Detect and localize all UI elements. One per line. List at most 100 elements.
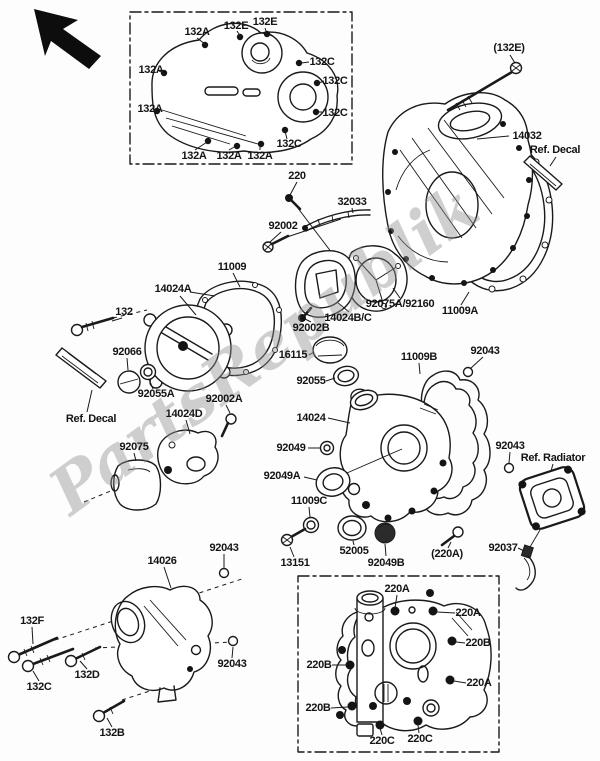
part-label: 52005 [339, 545, 369, 557]
bolt-132F [7, 626, 59, 664]
part-label: 132A [184, 26, 210, 38]
bolt-132C-bottom [21, 647, 75, 682]
pin-92043-top [462, 356, 484, 378]
part-label: 132A [137, 103, 163, 115]
part-label: 13151 [280, 557, 310, 569]
up-left-arrow-icon [34, 9, 101, 69]
part-label: 132C [309, 56, 335, 68]
ring-11009C [302, 506, 320, 534]
part-label: 220C [369, 735, 395, 747]
pin-92043-right [503, 451, 515, 474]
part-label: 16115 [278, 349, 308, 361]
oring-92055 [325, 365, 360, 387]
part-label: 92049 [276, 442, 306, 454]
inset-generator-cover [129, 11, 353, 165]
bracket-14024BC [294, 250, 356, 323]
bolt-92002A [220, 404, 237, 438]
clamp-92037 [515, 529, 541, 591]
part-label: 14024 [296, 412, 326, 424]
part-label: 132 [115, 306, 133, 318]
nut-92049 [308, 440, 335, 456]
part-label: 92002 [268, 220, 298, 232]
bolt-92002 [262, 218, 342, 253]
part-label: 92037 [488, 542, 518, 554]
damper-92075 [83, 452, 162, 511]
part-label: 132C [26, 681, 52, 693]
part-label: 220A [466, 677, 492, 689]
part-label: 14024A [154, 283, 192, 295]
part-label: 14024B/C [324, 312, 372, 324]
part-label: 92043 [209, 542, 239, 554]
cap-16115 [308, 336, 348, 364]
part-label: 132A [247, 150, 273, 162]
part-label: 132A [181, 150, 207, 162]
part-label: 220C [407, 733, 433, 745]
decal-strip-right [523, 155, 563, 191]
part-label: 11009B [400, 351, 438, 363]
ring-52005 [337, 515, 367, 546]
cover-14024 [327, 388, 453, 523]
part-label: 14032 [512, 130, 542, 142]
part-label: Ref. Decal [65, 413, 117, 425]
cover-14024D [157, 419, 219, 485]
part-label: 92066 [112, 346, 142, 358]
part-label: 132A [216, 150, 242, 162]
seal-92049A [303, 467, 351, 497]
part-label: 220B [306, 659, 332, 671]
part-label: 92043 [217, 658, 247, 670]
part-label: 220A [384, 583, 410, 595]
bolt-132E [446, 54, 523, 112]
plug-92066 [117, 357, 141, 394]
bolt-132 [70, 309, 148, 337]
radiator-bracket [518, 463, 586, 531]
part-label: 132E [223, 20, 249, 32]
part-label: 92049B [367, 557, 405, 569]
bolt-132D [64, 645, 102, 670]
part-label: 11009A [441, 305, 479, 317]
bolt-220A-loose [440, 526, 464, 549]
plug-92049B [374, 522, 396, 557]
part-label: 92002A [205, 393, 243, 405]
part-label: 92055 [296, 375, 326, 387]
decal-strip-left [55, 347, 107, 413]
part-label: 92075A/92160 [365, 298, 435, 310]
pin-92043-bl-top [218, 554, 230, 579]
part-label: 92002B [292, 322, 330, 334]
oring-92055A [139, 363, 157, 390]
part-label: 132C [276, 138, 302, 150]
inset-oil-pump-cover [297, 575, 500, 753]
part-label: 132C [322, 107, 348, 119]
part-label: 132B [99, 727, 125, 739]
cover-14026 [54, 566, 246, 703]
part-label: 14024D [165, 408, 203, 420]
part-label: 92049A [263, 470, 301, 482]
part-label: 92075 [119, 441, 149, 453]
part-label: (220A) [431, 548, 463, 560]
part-label: 132D [74, 669, 100, 681]
part-label: 220B [465, 637, 491, 649]
part-label: 132A [138, 64, 164, 76]
part-label: 220 [288, 170, 306, 182]
pipe-32033 [302, 207, 371, 232]
part-label: 132C [322, 75, 348, 87]
part-label: 92043 [495, 440, 525, 452]
part-label: 220B [305, 702, 331, 714]
part-label: 11009 [217, 261, 247, 273]
part-label: 92043 [470, 345, 500, 357]
bolt-13151 [280, 527, 307, 558]
part-label: 32033 [337, 196, 367, 208]
part-label: 220A [455, 607, 481, 619]
part-label: 92055A [137, 388, 175, 400]
part-label: (132E) [493, 42, 525, 54]
cover-14024A [143, 291, 233, 392]
part-label: 11009C [290, 495, 328, 507]
bolt-132B [92, 699, 126, 728]
part-label: 132E [252, 16, 278, 28]
pin-92043-bl-right [227, 635, 239, 659]
part-label: Ref. Radiator [520, 452, 586, 464]
cover-14032 [382, 92, 534, 286]
part-label: 132F [20, 615, 44, 627]
part-label: 14026 [147, 555, 177, 567]
